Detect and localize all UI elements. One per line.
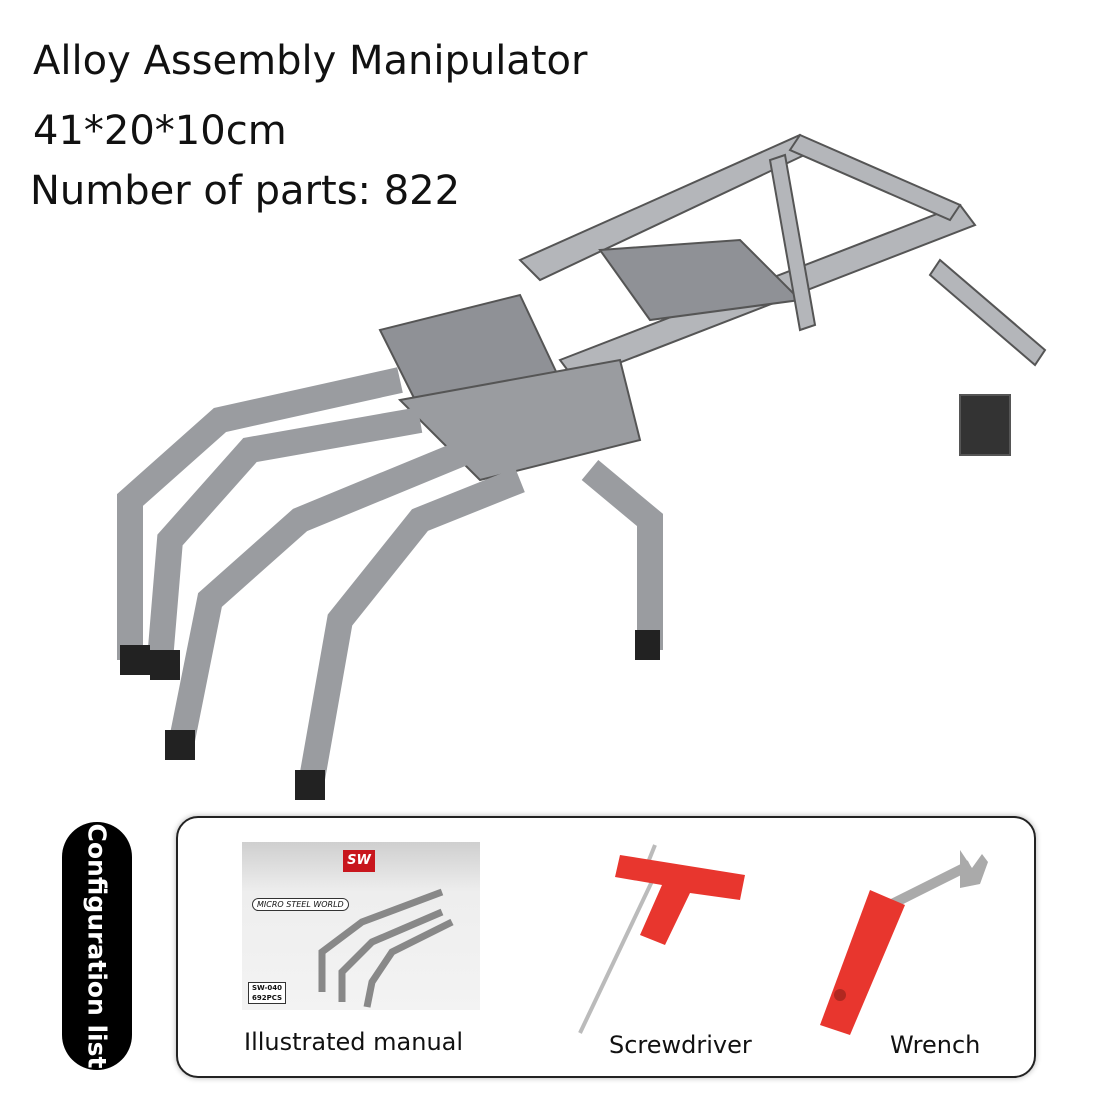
manual-brand-logo: SW [343,850,375,872]
configuration-list-text: Configuration list [82,823,112,1069]
manual-series: MICRO STEEL WORLD [252,898,349,911]
manual-hand-illustration [318,888,454,1008]
manual-piece-count: 692PCS [252,994,283,1002]
screwdriver-label: Screwdriver [609,1031,752,1059]
manual-label: Illustrated manual [244,1028,464,1056]
manual-icon: SW MICRO STEEL WORLD SW-040 692PCS [242,842,480,1010]
manual-model-code: SW-040 [252,984,282,992]
robot-hand-image [117,133,1047,800]
product-parts-count: Number of parts: 822 [30,168,461,214]
product-dimensions: 41*20*10cm [33,108,287,154]
screwdriver-icon [578,844,745,1034]
manual-model: SW-040 692PCS [248,982,287,1004]
wrench-icon [820,850,988,1035]
configuration-list-label: Configuration list [62,822,132,1070]
wrench-label: Wrench [890,1031,981,1059]
configuration-box [176,816,1036,1078]
product-title: Alloy Assembly Manipulator [33,38,588,84]
